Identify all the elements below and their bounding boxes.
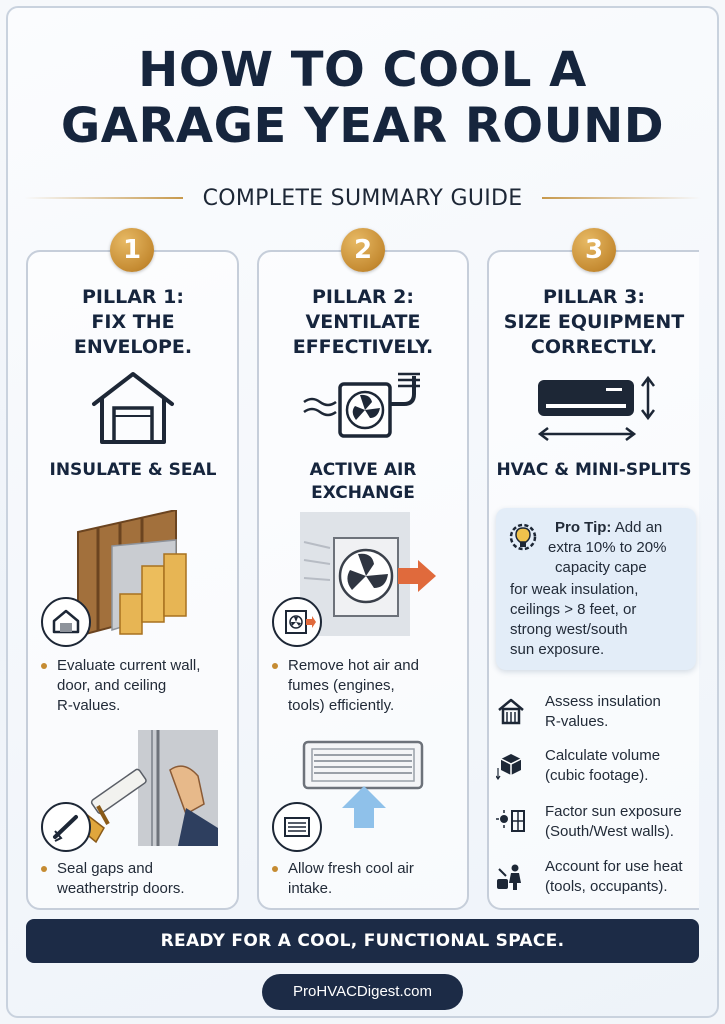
exhaust-fan-icon	[300, 370, 422, 444]
mini-split-icon	[536, 374, 658, 444]
pro-tip-box: Pro Tip: Add an extra 10% to 20% capacit…	[496, 508, 696, 670]
pillar-2-heading: PILLAR 2: VENTILATE EFFECTIVELY.	[257, 285, 469, 360]
pro-tip-label: Pro Tip:	[555, 519, 612, 536]
pillar-1-number-badge: 1	[110, 228, 154, 272]
title-line-2: GARAGE YEAR ROUND	[60, 98, 665, 154]
pillar-1-bullet-1: Evaluate current wall, door, and ceiling…	[41, 656, 236, 716]
bullet-line: Seal gaps and	[57, 860, 153, 877]
bullet-line: Remove hot air and	[288, 657, 419, 674]
pillar-1-heading-line: FIX THE	[91, 311, 175, 333]
checklist-line: Account for use heat	[545, 858, 683, 875]
pillar-1-heading-line: PILLAR 1:	[82, 286, 184, 308]
pro-tip-line: ceilings > 8 feet, or	[510, 601, 637, 618]
checklist-text: Calculate volume (cubic footage).	[545, 746, 710, 786]
pro-tip-line: Add an	[614, 519, 663, 536]
checklist-item-insulation: Assess insulation R-values.	[496, 692, 706, 736]
house-icon	[496, 696, 526, 726]
pro-tip-text-top: Pro Tip: Add an	[555, 518, 695, 538]
section-label-line: ACTIVE AIR	[309, 460, 417, 480]
pillar-1-heading-line: ENVELOPE.	[73, 336, 193, 358]
cube-icon	[496, 750, 526, 780]
bullet-line: fumes (engines,	[288, 677, 395, 694]
bullet-line: weatherstrip doors.	[57, 880, 185, 897]
sun-window-icon	[496, 806, 526, 836]
title-line-1: HOW TO COOL A	[138, 42, 587, 98]
pillar-3-number-badge: 3	[572, 228, 616, 272]
checklist-line: R-values.	[545, 713, 609, 730]
checklist-item-use-heat: Account for use heat (tools, occupants).	[496, 857, 706, 901]
divider-left	[24, 197, 183, 199]
checklist-text: Assess insulation R-values.	[545, 692, 710, 732]
bullet-line: Allow fresh cool air	[288, 860, 414, 877]
pillar-3-heading-line: SIZE EQUIPMENT	[503, 311, 685, 333]
bullet-line: Evaluate current wall,	[57, 657, 201, 674]
vent-icon	[272, 802, 322, 852]
checklist-line: (South/West walls).	[545, 823, 674, 840]
pro-tip-line: for weak insulation,	[510, 581, 639, 598]
bullet-line: R-values.	[57, 697, 121, 714]
pillar-2-section-label: ACTIVE AIR EXCHANGE	[257, 459, 469, 505]
subtitle: COMPLETE SUMMARY GUIDE	[202, 185, 523, 211]
bullet-dot	[272, 866, 278, 872]
pillar-2-heading-line: VENTILATE	[305, 311, 421, 333]
checklist-line: Calculate volume	[545, 747, 661, 764]
garage-insulation-icon	[41, 597, 91, 647]
pillar-3-heading: PILLAR 3: SIZE EQUIPMENT CORRECTLY.	[488, 285, 700, 360]
bullet-line: intake.	[288, 880, 333, 897]
footer-banner: READY FOR A COOL, FUNCTIONAL SPACE.	[26, 919, 699, 963]
caulk-gun-illustration	[82, 730, 218, 846]
pro-tip-line: capacity cape	[555, 559, 647, 576]
pillar-2-heading-line: PILLAR 2:	[312, 286, 414, 308]
pro-tip-line: strong west/south	[510, 621, 628, 638]
checklist-text: Factor sun exposure (South/West walls).	[545, 802, 710, 842]
checklist-line: Assess insulation	[545, 693, 661, 710]
checklist-item-volume: Calculate volume (cubic footage).	[496, 746, 706, 790]
lightbulb-gear-icon	[506, 520, 540, 554]
bullet-line: door, and ceiling	[57, 677, 167, 694]
page-title: HOW TO COOL A GARAGE YEAR ROUND	[0, 42, 725, 154]
checklist-line: (cubic footage).	[545, 767, 649, 784]
intake-vent-illustration	[302, 740, 426, 830]
pillar-1-bullet-2: Seal gaps and weatherstrip doors.	[41, 859, 236, 899]
pillar-3-section-label: HVAC & MINI-SPLITS	[496, 460, 692, 480]
pillar-1-heading: PILLAR 1: FIX THE ENVELOPE.	[27, 285, 239, 360]
subtitle-row: COMPLETE SUMMARY GUIDE	[24, 184, 702, 212]
checklist-line: Factor sun exposure	[545, 803, 682, 820]
bullet-dot	[272, 663, 278, 669]
worker-tools-icon	[496, 861, 526, 891]
pillar-3-heading-line: CORRECTLY.	[530, 336, 658, 358]
checklist-text: Account for use heat (tools, occupants).	[545, 857, 710, 897]
garage-icon	[90, 370, 176, 446]
pro-tip-line: sun exposure.	[510, 641, 605, 658]
pillar-3-heading-line: PILLAR 3:	[543, 286, 645, 308]
pillar-1-section-label: INSULATE & SEAL	[49, 460, 217, 480]
section-label-line: EXCHANGE	[311, 483, 415, 503]
pillar-2-heading-line: EFFECTIVELY.	[292, 336, 434, 358]
pillar-2-bullet-2: Allow fresh cool air intake.	[272, 859, 467, 899]
checklist-line: (tools, occupants).	[545, 878, 668, 895]
bullet-dot	[41, 866, 47, 872]
website-link[interactable]: ProHVACDigest.com	[262, 974, 463, 1010]
divider-right	[542, 197, 702, 199]
fan-icon	[272, 597, 322, 647]
caulk-gun-icon	[41, 802, 91, 852]
pro-tip-line: extra 10% to 20%	[548, 539, 667, 556]
insulated-wall-illustration	[72, 510, 192, 638]
pillar-2-bullet-1: Remove hot air and fumes (engines, tools…	[272, 656, 467, 716]
pillar-2-number-badge: 2	[341, 228, 385, 272]
bullet-line: tools) efficiently.	[288, 697, 395, 714]
bullet-dot	[41, 663, 47, 669]
checklist-item-sun: Factor sun exposure (South/West walls).	[496, 802, 706, 846]
